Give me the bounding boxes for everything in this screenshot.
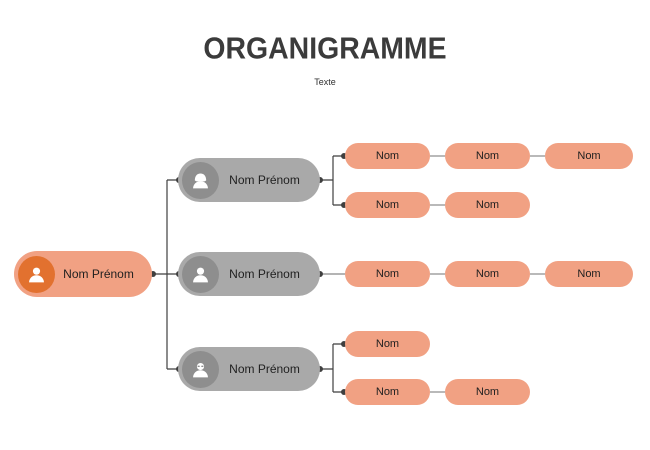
node-label: Nom	[475, 268, 500, 280]
person-icon	[182, 161, 219, 199]
leaf-node[interactable]: Nom	[445, 379, 530, 405]
node-label: Nom	[375, 386, 400, 398]
node-label: Nom Prénom	[63, 267, 134, 281]
leaf-node[interactable]: Nom	[445, 261, 530, 287]
node-label: Nom	[475, 199, 500, 211]
leaf-node[interactable]: Nom	[445, 192, 530, 218]
node-label: Nom Prénom	[229, 173, 300, 187]
leaf-node[interactable]: Nom	[345, 331, 430, 357]
node-label: Nom	[577, 150, 601, 162]
root-node[interactable]: Nom Prénom	[14, 251, 152, 297]
leaf-node[interactable]: Nom	[345, 261, 430, 287]
node-label: Nom	[375, 268, 400, 280]
person-icon	[182, 255, 219, 293]
leaf-node[interactable]: Nom	[445, 143, 530, 169]
node-label: Nom	[475, 386, 500, 398]
leaf-node[interactable]: Nom	[345, 379, 430, 405]
leaf-node[interactable]: Nom	[345, 192, 430, 218]
node-label: Nom	[375, 150, 400, 162]
node-label: Nom	[475, 150, 500, 162]
leaf-node[interactable]: Nom	[545, 261, 633, 287]
leaf-node[interactable]: Nom	[345, 143, 430, 169]
manager-node-1[interactable]: Nom Prénom	[178, 158, 320, 202]
person-icon	[182, 350, 219, 388]
manager-node-3[interactable]: Nom Prénom	[178, 347, 320, 391]
node-label: Nom	[375, 199, 400, 211]
manager-node-2[interactable]: Nom Prénom	[178, 252, 320, 296]
node-label: Nom Prénom	[229, 267, 300, 281]
page-subtitle: Texte	[314, 77, 336, 87]
node-label: Nom	[375, 338, 400, 350]
person-icon	[18, 255, 55, 293]
leaf-node[interactable]: Nom	[545, 143, 633, 169]
node-label: Nom	[577, 268, 601, 280]
node-label: Nom Prénom	[229, 362, 300, 376]
page-title: ORGANIGRAMME	[203, 32, 447, 66]
